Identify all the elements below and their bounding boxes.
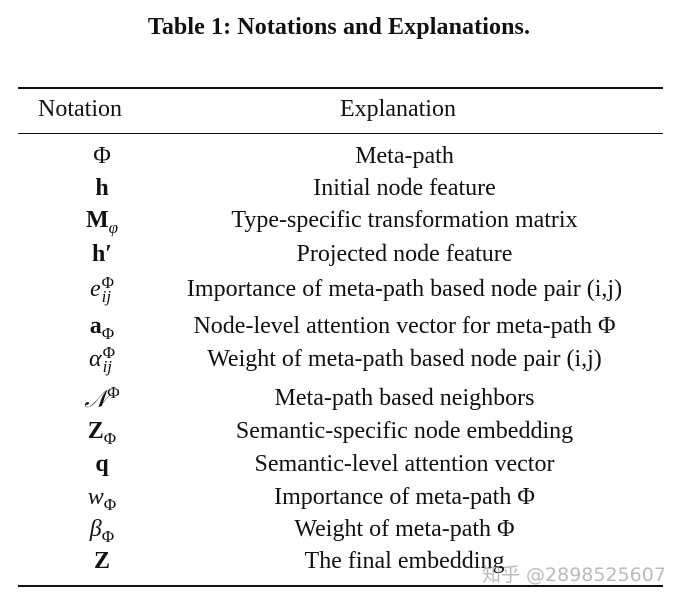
explanation-cell: Semantic-specific node embedding [235, 418, 574, 444]
header-notation: Notation [38, 96, 122, 122]
table-row: q Semantic-level attention vector [18, 451, 663, 483]
notation-cell: aΦ [89, 313, 115, 343]
table-caption: Table 1: Notations and Explanations. [147, 14, 531, 40]
watermark: 知乎 @2898525607 [482, 564, 666, 586]
explanation-cell: Weight of meta-path Φ [294, 516, 515, 542]
notation-cell: h [95, 175, 109, 201]
notation-cell: q [95, 451, 109, 477]
explanation-cell: Node-level attention vector for meta-pat… [193, 313, 616, 339]
bottom-rule [18, 585, 663, 587]
notation-cell: Mφ [85, 207, 119, 237]
explanation-cell: Importance of meta-path Φ [274, 484, 535, 510]
explanation-cell: Meta-path based neighbors [274, 385, 535, 411]
table-row: βΦ Weight of meta-path Φ [18, 516, 663, 548]
notation-cell: ZΦ [87, 418, 117, 448]
table-row: h′ Projected node feature [18, 241, 663, 273]
explanation-cell: Type-specific transformation matrix [231, 207, 578, 233]
table-row: Φ Meta-path [18, 143, 663, 175]
table-row: Z The final embedding [18, 548, 663, 580]
explanation-cell: Initial node feature [313, 175, 496, 201]
explanation-cell: The final embedding [304, 548, 505, 574]
explanation-cell: Projected node feature [296, 241, 513, 267]
table-row: h Initial node feature [18, 175, 663, 207]
table-row: ZΦ Semantic-specific node embedding [18, 418, 663, 450]
table-row: wΦ Importance of meta-path Φ [18, 484, 663, 516]
notation-cell: 𝒩Φ [84, 383, 120, 413]
header-rule [18, 133, 663, 134]
table-row: 𝒩Φ Meta-path based neighbors [18, 383, 663, 417]
explanation-cell: Semantic-level attention vector [254, 451, 555, 477]
notation-cell: h′ [91, 241, 113, 267]
explanation-cell: Importance of meta-path based node pair … [186, 276, 623, 302]
explanation-cell: Meta-path [355, 143, 454, 169]
table-row: Mφ Type-specific transformation matrix [18, 207, 663, 239]
notation-cell: βΦ [89, 516, 115, 546]
table-row: aΦ Node-level attention vector for meta-… [18, 313, 663, 345]
notation-cell: wΦ [87, 484, 117, 514]
top-rule [18, 87, 663, 89]
explanation-cell: Weight of meta-path based node pair (i,j… [207, 346, 602, 372]
header-explanation: Explanation [340, 96, 456, 122]
notation-cell: Φ [93, 143, 111, 169]
notation-cell: Z [93, 548, 110, 574]
